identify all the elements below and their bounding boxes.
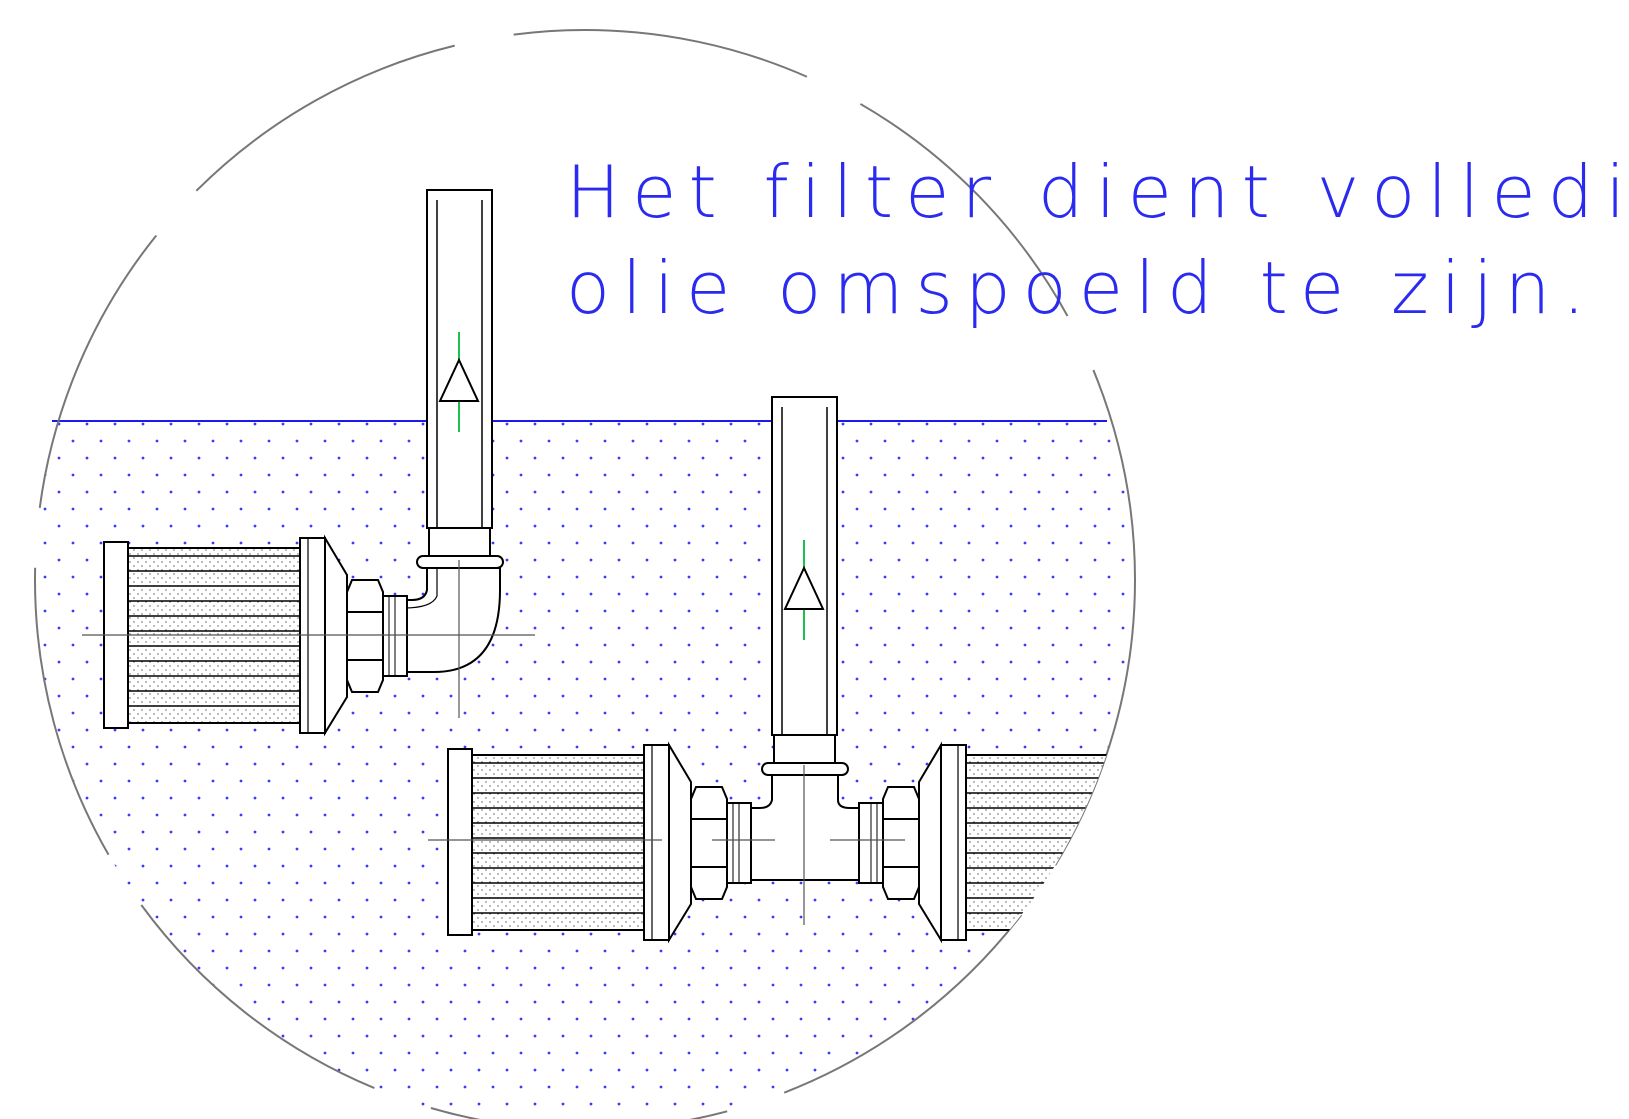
elbow-fitting <box>403 567 501 673</box>
centerlines-2 <box>428 765 905 925</box>
hex-nut-left <box>690 786 728 900</box>
centerlines-1 <box>82 560 535 718</box>
pipe-socket <box>428 527 491 557</box>
filter-assembly-elbow <box>103 189 504 737</box>
hex-nut <box>346 579 384 693</box>
filter-mesh-left <box>471 754 645 931</box>
pipe-socket-2 <box>773 734 836 764</box>
filter-flange-right <box>940 744 967 941</box>
mesh-ribs <box>128 555 300 707</box>
flow-arrow-up-icon <box>783 565 825 610</box>
filter-flange-left <box>643 744 670 941</box>
note-line-1: Het filter dient volledig door <box>566 150 1629 234</box>
note-line-2: olie omspoeld te zijn. <box>566 246 1597 330</box>
filter-mesh-right <box>965 754 1135 931</box>
detail-circle <box>34 29 1136 1119</box>
filter-end-cap-left <box>447 748 473 936</box>
hex-nut-right <box>882 786 920 900</box>
flow-arrow-up-icon <box>438 357 480 402</box>
